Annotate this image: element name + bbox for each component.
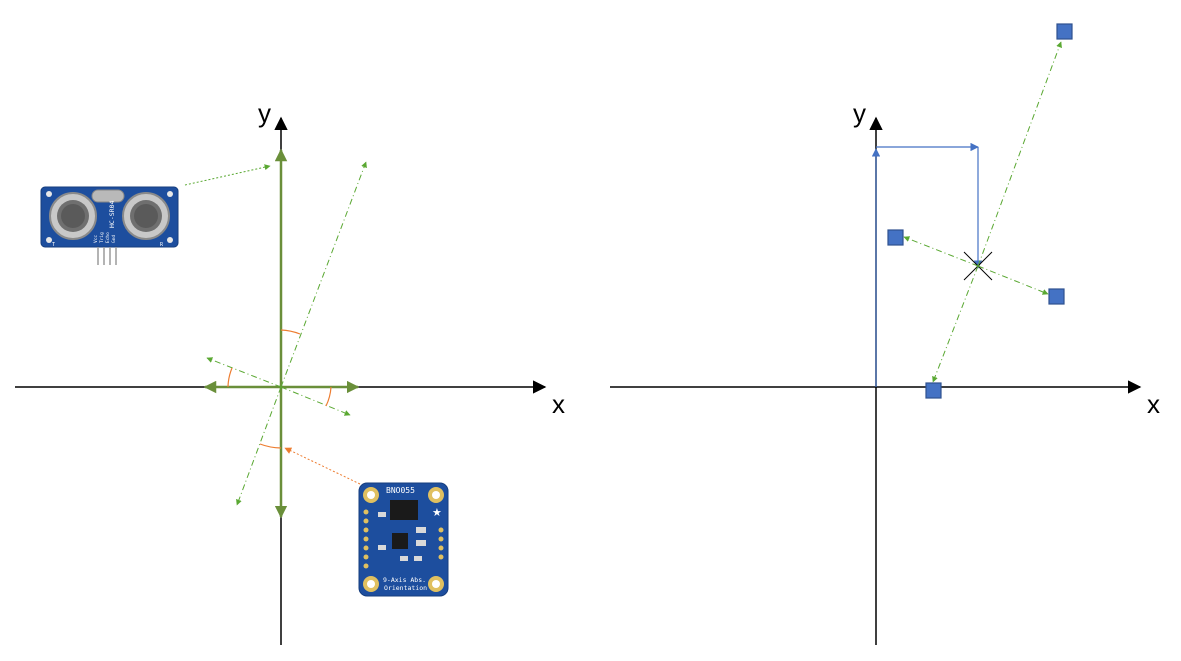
angle-arc-bottom (259, 443, 282, 449)
rotated-axis-down (236, 386, 282, 506)
range-ray-left (903, 236, 979, 267)
ultrasonic-side-label-r: R (160, 242, 164, 248)
imu-board: BNO055 ★ 9-Axis Abs (358, 482, 449, 597)
star-icon: ★ (432, 506, 442, 519)
obstacle-marker-top-right (1056, 23, 1073, 40)
obstacle-marker-left (887, 229, 904, 246)
angle-arc-top (280, 329, 301, 335)
angle-arc-left (227, 367, 233, 388)
range-ray-right (977, 265, 1049, 295)
range-ray-top-right (977, 41, 1062, 267)
left-diagram: y x (15, 98, 565, 645)
ultrasonic-side-label-t: T (52, 242, 55, 248)
ultrasonic-pin-label-gnd: Gnd (111, 235, 117, 243)
right-x-axis-label: x (1147, 389, 1160, 419)
ultrasonic-pin-label-trig: Trig (99, 232, 105, 243)
right-y-axis-label: y (853, 98, 866, 128)
ultrasonic-sensor-board: HC-SR04 T R Vcc Trig Echo Gnd (40, 186, 179, 265)
range-ray-bottom (932, 265, 979, 383)
transducer-left (49, 192, 97, 240)
imu-pin-pads (363, 509, 444, 569)
imu-pointer (284, 447, 361, 485)
right-diagram: y x (610, 23, 1160, 645)
ultrasonic-model-text: HC-SR04 (108, 201, 116, 228)
rotated-axis-up (280, 161, 367, 388)
left-y-axis-label: y (258, 98, 271, 128)
imu-chip-label: BNO055 (386, 486, 415, 495)
transducer-right (122, 192, 170, 240)
angle-arc-right (325, 386, 332, 407)
obstacle-marker-right (1048, 288, 1065, 305)
ultrasonic-pin-label-vcc: Vcc (93, 235, 99, 243)
rotated-axis-left (206, 357, 282, 388)
left-x-axis-label: x (552, 389, 565, 419)
obstacle-marker-bottom (925, 382, 942, 399)
imu-caption-line1: 9-Axis Abs. (383, 576, 426, 584)
ultrasonic-pin-label-echo: Echo (105, 232, 111, 243)
ultrasonic-pointer (184, 164, 271, 186)
rotated-axis-right (280, 386, 351, 416)
imu-caption-line2: Orientation (384, 584, 427, 592)
ultrasonic-header-pins (97, 247, 117, 265)
